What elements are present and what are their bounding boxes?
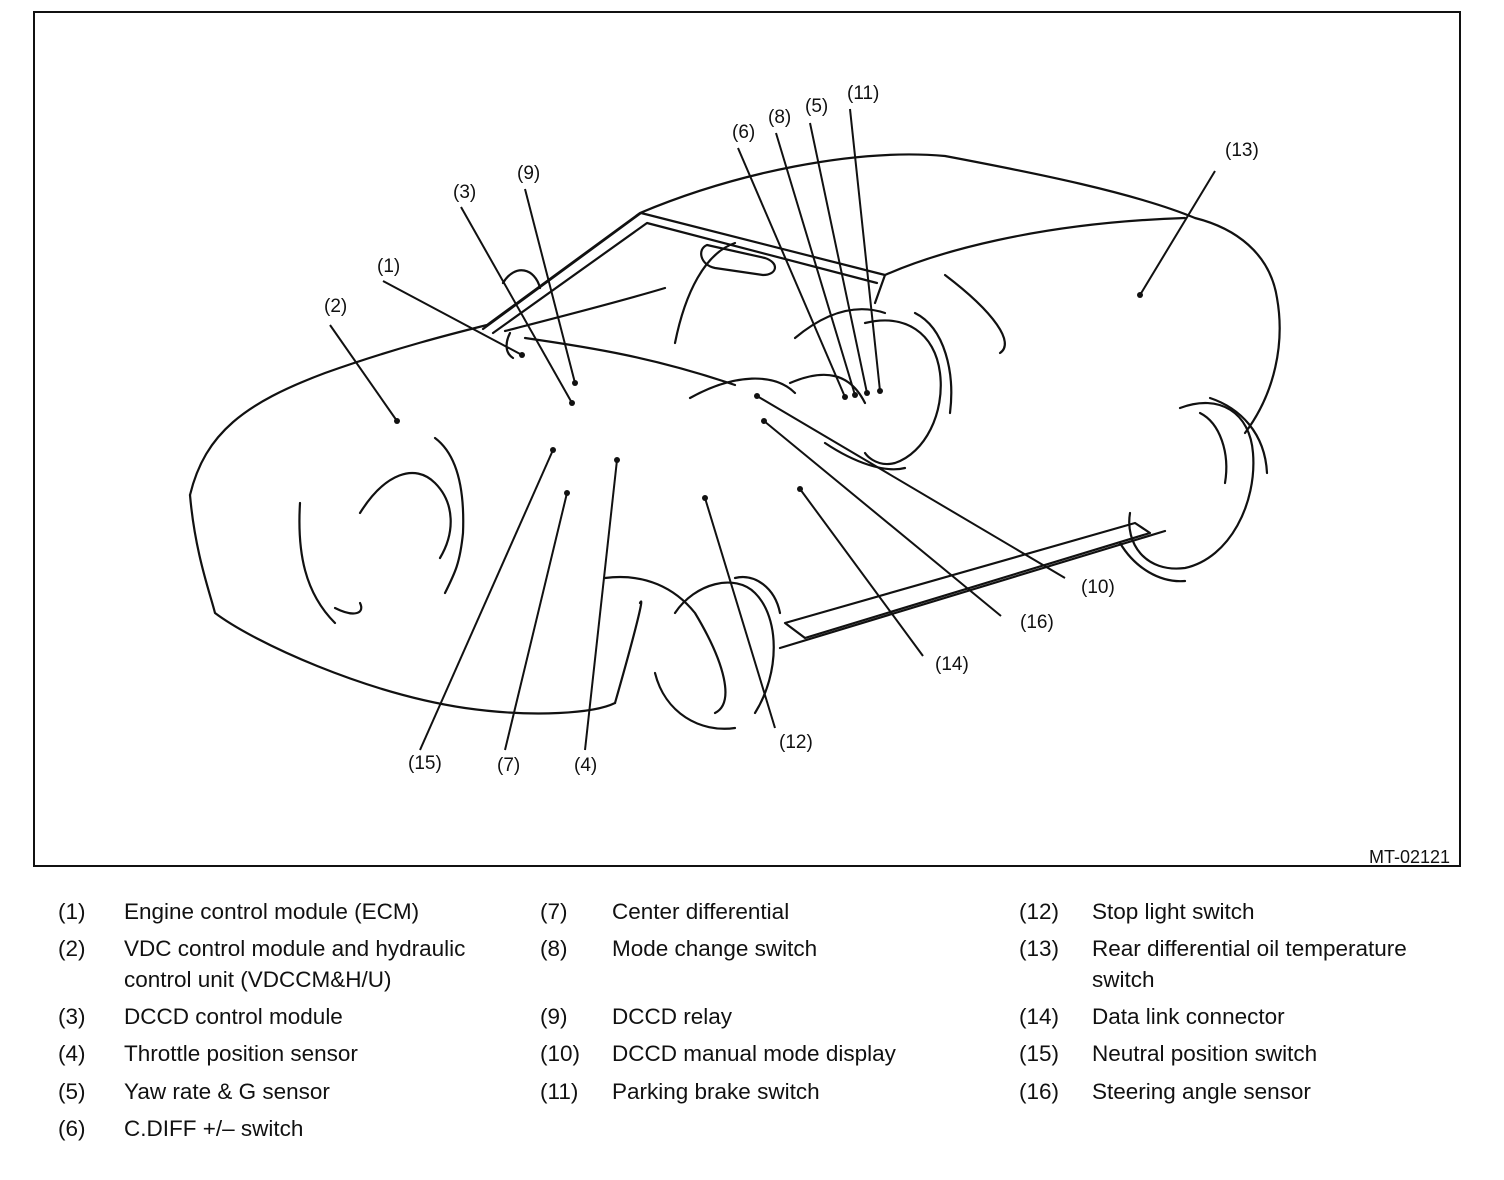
callout-labels: (1) (2) (3) (4) (5) (6) (7) (8) (9) (10) (11) (12) (… xyxy=(324,83,1259,776)
leader-dot-11 xyxy=(877,388,883,394)
leader-line-7 xyxy=(504,492,568,751)
car-diagram: (1) (2) (3) (4) (5) (6) (7) (8) (9) (10) (11) (12) (… xyxy=(188,83,1450,867)
leader-line-14 xyxy=(799,488,924,657)
legend-description: Data link connector xyxy=(1092,1004,1285,1029)
leader-dot-1 xyxy=(519,352,525,358)
callout-label-1: (1) xyxy=(377,256,400,277)
callout-label-13: (13) xyxy=(1225,140,1259,161)
legend-number: (13) xyxy=(1019,936,1060,961)
leader-line-8 xyxy=(775,132,856,396)
legend-description: C.DIFF +/– switch xyxy=(124,1116,304,1141)
legend-description: Throttle position sensor xyxy=(124,1041,358,1066)
callout-label-10: (10) xyxy=(1081,577,1115,598)
legend-description: VDC control module and hydraulic control… xyxy=(124,936,466,992)
figure-code: MT-02121 xyxy=(1369,847,1450,867)
leader-dot-16 xyxy=(761,418,767,424)
leader-dot-4 xyxy=(614,457,620,463)
leader-dot-14 xyxy=(797,486,803,492)
legend-number: (5) xyxy=(58,1079,86,1104)
leader-dot-9 xyxy=(572,380,578,386)
diagram-frame: (1) (2) (3) (4) (5) (6) (7) (8) (9) (10) (11) (12) (… xyxy=(33,11,1461,867)
legend-number: (14) xyxy=(1019,1004,1060,1029)
leader-dot-6 xyxy=(842,394,848,400)
leader-line-2 xyxy=(329,324,398,422)
callout-label-12: (12) xyxy=(779,732,813,753)
legend-number: (3) xyxy=(58,1004,86,1029)
leader-line-12 xyxy=(704,497,776,729)
leader-line-15 xyxy=(419,449,554,751)
legend-description: Rear differential oil temperature switch xyxy=(1092,936,1407,992)
legend-description: Center differential xyxy=(612,899,790,924)
callout-label-2: (2) xyxy=(324,296,347,317)
leader-line-9 xyxy=(524,188,576,384)
leader-dot-7 xyxy=(564,490,570,496)
leader-dot-15 xyxy=(550,447,556,453)
car-outline xyxy=(188,153,1281,730)
legend-description: Yaw rate & G sensor xyxy=(124,1079,330,1104)
leader-line-3 xyxy=(460,206,573,404)
callout-label-5: (5) xyxy=(805,96,828,117)
leader-dot-13 xyxy=(1137,292,1143,298)
legend-description: DCCD manual mode display xyxy=(612,1041,896,1066)
leader-line-11 xyxy=(849,108,881,392)
legend-number: (7) xyxy=(540,899,568,924)
callout-label-8: (8) xyxy=(768,107,791,128)
legend-number: (16) xyxy=(1019,1079,1060,1104)
callout-label-4: (4) xyxy=(574,755,597,776)
legend-number: (10) xyxy=(540,1041,581,1066)
callout-label-15: (15) xyxy=(408,753,442,774)
leader-dot-8 xyxy=(852,392,858,398)
leader-line-1 xyxy=(382,280,523,356)
leader-line-4 xyxy=(584,459,618,751)
callout-label-16: (16) xyxy=(1020,612,1054,633)
legend-description: Mode change switch xyxy=(612,936,818,961)
legend-description: Stop light switch xyxy=(1092,899,1255,924)
leader-dot-12 xyxy=(702,495,708,501)
legend-description: Engine control module (ECM) xyxy=(124,899,420,924)
legend-number: (12) xyxy=(1019,899,1060,924)
callout-label-7: (7) xyxy=(497,755,520,776)
leader-line-10 xyxy=(756,395,1066,579)
callout-leaders xyxy=(329,108,1216,751)
callout-label-14: (14) xyxy=(935,654,969,675)
leader-line-6 xyxy=(737,147,846,398)
legend-number: (15) xyxy=(1019,1041,1060,1066)
leader-dot-2 xyxy=(394,418,400,424)
legend-number: (4) xyxy=(58,1041,86,1066)
callout-label-9: (9) xyxy=(517,163,540,184)
legend-description: DCCD relay xyxy=(612,1004,733,1029)
leader-dot-3 xyxy=(569,400,575,406)
legend-description: Parking brake switch xyxy=(612,1079,820,1104)
leader-dot-10 xyxy=(754,393,760,399)
legend-description: Steering angle sensor xyxy=(1092,1079,1311,1104)
callout-label-3: (3) xyxy=(453,182,476,203)
leader-dot-5 xyxy=(864,390,870,396)
legend-number: (9) xyxy=(540,1004,568,1029)
legend-number: (1) xyxy=(58,899,86,924)
legend-number: (2) xyxy=(58,936,86,961)
callout-label-11: (11) xyxy=(847,83,879,104)
leader-line-13 xyxy=(1139,170,1216,296)
legend-number: (6) xyxy=(58,1116,86,1141)
callout-label-6: (6) xyxy=(732,122,755,143)
leader-line-16 xyxy=(763,420,1002,617)
legend-number: (8) xyxy=(540,936,568,961)
legend-description: DCCD control module xyxy=(124,1004,343,1029)
legend-number: (11) xyxy=(540,1079,579,1104)
leader-line-5 xyxy=(809,122,868,394)
legend-description: Neutral position switch xyxy=(1092,1041,1318,1066)
